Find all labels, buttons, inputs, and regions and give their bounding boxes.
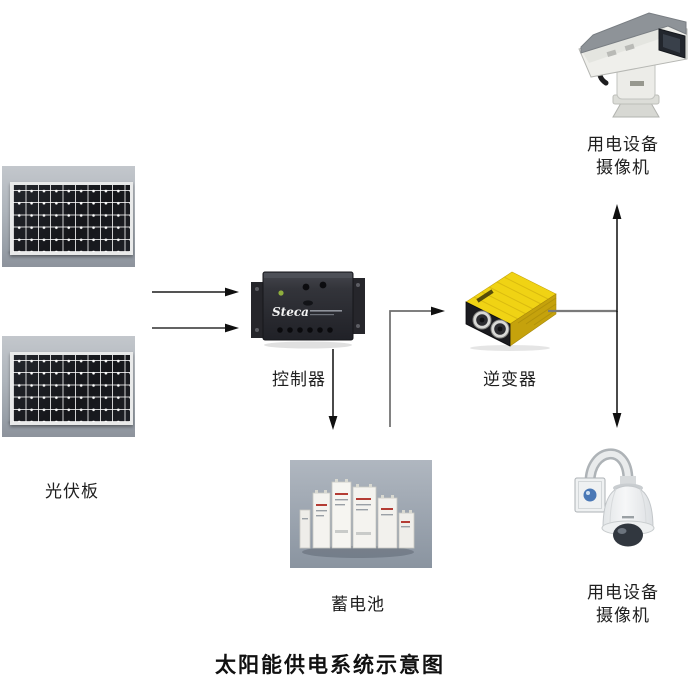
arrowhead [328, 416, 338, 430]
vent-hole [319, 281, 327, 289]
dome-camera-graphic [574, 448, 655, 547]
dome-lens [613, 523, 643, 547]
dome-logo [622, 516, 634, 519]
flange-hole [255, 328, 259, 332]
dome-lens-highlight [617, 528, 627, 534]
dome-camera-image [570, 436, 670, 562]
inverter-image [456, 262, 560, 352]
label-controller: 控制器 [272, 370, 326, 390]
battery-graphic [290, 460, 432, 568]
ptz-camera-graphic [578, 12, 688, 118]
solar-panel-cells [10, 352, 133, 425]
housing-latch [606, 49, 617, 58]
housing-shade [583, 27, 665, 63]
label-camera-bottom-line1: 用电设备 [587, 583, 659, 603]
controller-brand-text: Steca [272, 305, 309, 319]
controller-flange-right [351, 278, 365, 334]
label-solar-panels: 光伏板 [45, 482, 99, 502]
controller-button [303, 300, 313, 306]
housing-latch [624, 43, 635, 52]
label-inverter: 逆变器 [483, 370, 537, 390]
inverter-top-ridges [473, 276, 549, 320]
arrowhead [225, 323, 239, 333]
lens-reflection [663, 34, 680, 53]
arrowhead [612, 204, 622, 219]
ptz-camera-image [573, 3, 693, 119]
label-camera-top: 用电设备 摄像机 [580, 134, 666, 180]
arrowhead [431, 306, 445, 316]
inverter-shadow [470, 345, 550, 351]
flange-hole [255, 287, 259, 291]
solar-panel-1-image [2, 166, 135, 267]
arrowhead [612, 413, 622, 428]
flange-hole [356, 324, 360, 328]
blue-button-highlight [586, 491, 590, 495]
wall-box-blue-button [583, 488, 597, 502]
inverter-graphic [465, 271, 557, 351]
inverter-label-strip [476, 289, 494, 303]
camera-sun-shield [580, 12, 687, 54]
controller-body [262, 271, 354, 341]
controller-model-line [310, 310, 342, 312]
controller-flange-left [251, 282, 265, 338]
label-camera-top-line1: 用电设备 [587, 135, 659, 155]
diagram-title: 太阳能供电系统示意图 [215, 652, 445, 677]
label-camera-top-line2: 摄像机 [596, 158, 650, 178]
vent-hole [302, 283, 310, 291]
inverter-socket-2 [490, 319, 510, 339]
solar-panel-2-image [2, 336, 135, 437]
terminal-row [277, 327, 333, 333]
solar-panel-cells [10, 182, 133, 255]
battery-image [290, 460, 432, 568]
dome-bell [602, 485, 654, 529]
label-camera-bottom-line2: 摄像机 [596, 606, 650, 626]
flange-hole [356, 283, 360, 287]
battery-shadow [302, 546, 414, 558]
arrow-battery-to-inverter [389, 310, 433, 427]
label-battery: 蓄电池 [331, 595, 385, 615]
battery-label-marks [302, 493, 410, 535]
camera-base-cone [612, 102, 660, 118]
controller-image: Steca [250, 266, 366, 350]
controller-graphic: Steca [251, 271, 365, 349]
camera-arm-inner [587, 450, 631, 485]
inverter-socket-1 [472, 310, 492, 330]
status-led [278, 290, 284, 296]
inverter-side-ridges [517, 297, 557, 326]
wall-box-inset [578, 481, 602, 509]
dome-seams [609, 488, 647, 527]
label-camera-bottom: 用电设备 摄像机 [580, 582, 666, 628]
controller-top-highlight [264, 273, 352, 278]
battery-terminals [315, 479, 412, 513]
pedestal-badge [630, 81, 644, 86]
controller-model-line [310, 314, 334, 316]
arrowhead [225, 287, 239, 297]
controller-shadow [264, 341, 352, 349]
